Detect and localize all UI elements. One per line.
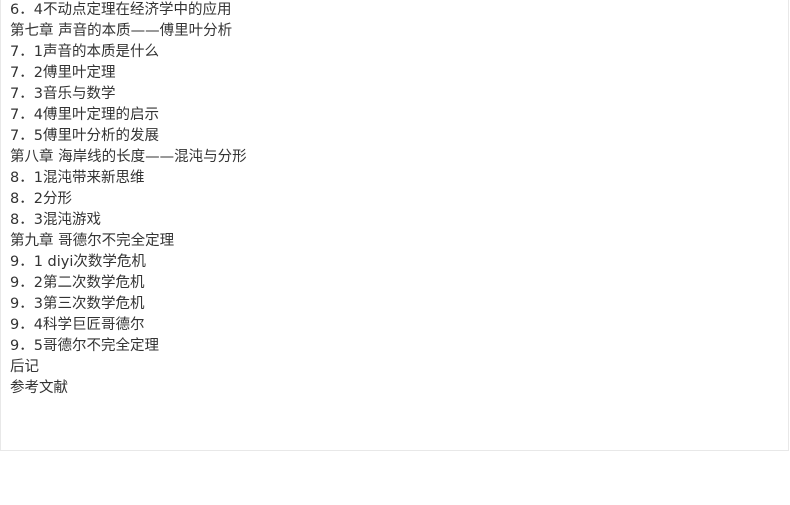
toc-item-8-3: 8．3混沌游戏 [10,212,101,228]
table-of-contents-panel: 6．4不动点定理在经济学中的应用 第七章 声音的本质——傅里叶分析 7．1声音的… [0,0,789,451]
toc-item-9-5: 9．5哥德尔不完全定理 [10,338,159,354]
toc-item-9-1: 9．1 diyi次数学危机 [10,254,146,270]
toc-item-9-3: 9．3第三次数学危机 [10,296,145,312]
toc-item-6-4: 6．4不动点定理在经济学中的应用 [10,2,232,18]
toc-list: 6．4不动点定理在经济学中的应用 第七章 声音的本质——傅里叶分析 7．1声音的… [10,0,247,399]
toc-item-7-3: 7．3音乐与数学 [10,86,116,102]
toc-chapter-8: 第八章 海岸线的长度——混沌与分形 [10,149,247,165]
toc-item-8-1: 8．1混沌带来新思维 [10,170,145,186]
toc-item-7-1: 7．1声音的本质是什么 [10,44,159,60]
toc-item-9-2: 9．2第二次数学危机 [10,275,145,291]
toc-afterword: 后记 [10,359,39,375]
toc-item-8-2: 8．2分形 [10,191,72,207]
toc-references: 参考文献 [10,380,68,396]
toc-chapter-7: 第七章 声音的本质——傅里叶分析 [10,23,233,39]
toc-chapter-9: 第九章 哥德尔不完全定理 [10,233,175,249]
toc-item-9-4: 9．4科学巨匠哥德尔 [10,317,145,333]
toc-item-7-2: 7．2傅里叶定理 [10,65,116,81]
toc-item-7-5: 7．5傅里叶分析的发展 [10,128,159,144]
toc-item-7-4: 7．4傅里叶定理的启示 [10,107,159,123]
